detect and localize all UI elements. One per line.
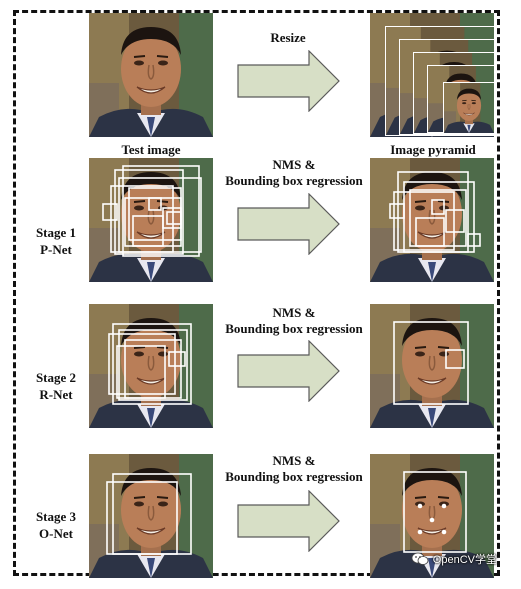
stage2-input-image bbox=[89, 304, 213, 428]
resize-label: Resize bbox=[270, 30, 306, 45]
stage1-net: P-Net bbox=[40, 242, 72, 257]
stage2-arrow bbox=[237, 340, 340, 402]
stage3-label: Stage 3 O-Net bbox=[26, 508, 86, 542]
stage1-nms-label-line1: NMS & bbox=[272, 157, 316, 172]
stage3-net: O-Net bbox=[39, 526, 73, 541]
watermark-text: OpenCV学堂 bbox=[432, 554, 497, 566]
stage3-nms-label-line2: Bounding box regression bbox=[225, 469, 363, 484]
stage1-output-image bbox=[370, 158, 494, 282]
test-image-original bbox=[89, 13, 213, 137]
stage2-nms-label-line1: NMS & bbox=[272, 305, 316, 320]
stage2-net: R-Net bbox=[39, 387, 73, 402]
stage1-arrow bbox=[237, 193, 340, 255]
stage2-output-image bbox=[370, 304, 494, 428]
watermark: OpenCV学堂 bbox=[411, 551, 497, 567]
test-image-label: Test image bbox=[121, 142, 181, 157]
image-pyramid bbox=[370, 13, 494, 140]
stage3-output-image bbox=[370, 454, 494, 578]
resize-arrow bbox=[237, 50, 340, 112]
stage2-title: Stage 2 bbox=[35, 370, 77, 385]
stage3-input-image bbox=[89, 454, 213, 578]
dashed-frame bbox=[13, 10, 500, 576]
stage3-arrow bbox=[237, 490, 340, 552]
stage3-title: Stage 3 bbox=[35, 509, 77, 524]
image-pyramid-label: Image pyramid bbox=[390, 142, 476, 157]
stage1-label: Stage 1 P-Net bbox=[26, 224, 86, 258]
stage2-nms-label-line2: Bounding box regression bbox=[225, 321, 363, 336]
stage2-label: Stage 2 R-Net bbox=[26, 369, 86, 403]
stage1-title: Stage 1 bbox=[35, 225, 77, 240]
stage1-nms-label-line2: Bounding box regression bbox=[225, 173, 363, 188]
stage1-input-image bbox=[89, 158, 213, 282]
pyramid-level-6 bbox=[443, 82, 494, 134]
stage3-nms-label-line1: NMS & bbox=[272, 453, 316, 468]
wechat-icon bbox=[411, 552, 429, 565]
